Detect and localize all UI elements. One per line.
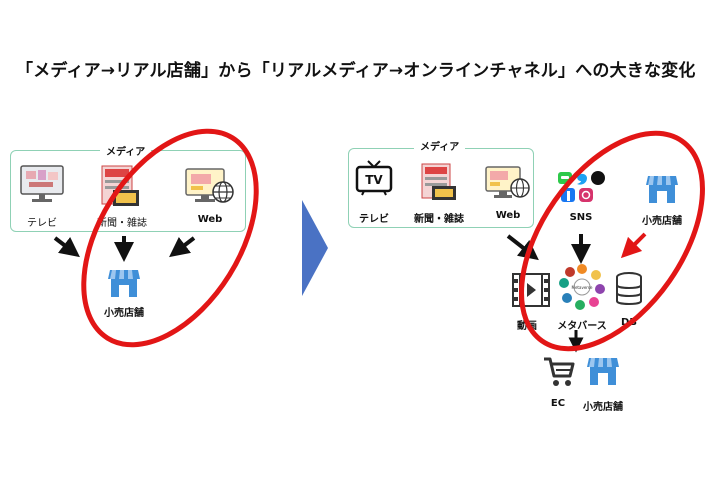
database-icon (616, 272, 642, 305)
metaverse-label: メタバース (557, 321, 607, 332)
newspaper-magazine-icon (101, 165, 139, 206)
right-tv-label: テレビ (359, 214, 389, 225)
tv-icon-text: TV (365, 173, 383, 187)
metaverse-hub-text: Metaverse (572, 285, 593, 290)
web-globe-icon (485, 166, 530, 198)
left-tv-label: テレビ (27, 218, 57, 229)
instagram-icon (579, 188, 593, 202)
tv-monitor-icon (20, 165, 64, 202)
cart-icon (544, 357, 575, 386)
twitter-icon (577, 173, 587, 185)
arrow-web-to-store (169, 236, 196, 258)
store-bottom-label: 小売店舗 (583, 402, 623, 413)
store-icon (587, 358, 619, 385)
tiktok-icon (591, 171, 605, 185)
chevron-right-icon (302, 200, 328, 296)
right-newspaper-label: 新聞・雑誌 (414, 214, 464, 225)
ec-label: EC (550, 398, 566, 409)
page-title: 「メディア→リアル店舗」から「リアルメディア→オンラインチャネル」への大きな変化 (16, 61, 696, 81)
store-top-label: 小売店舗 (642, 216, 682, 227)
arrow-tv-to-store (53, 236, 80, 258)
sns-label: SNS (569, 212, 593, 223)
metaverse-hub-icon: Metaverse (559, 264, 605, 310)
left-web-label: Web (197, 214, 223, 225)
left-newspaper-label: 新聞・雑誌 (97, 218, 147, 229)
store-icon (108, 270, 140, 297)
arrow-store-to-db (620, 232, 647, 259)
right-media-box-label: メディア (414, 138, 466, 153)
right-web-label: Web (495, 210, 521, 221)
tv-icon: TV (355, 160, 393, 196)
newspaper-magazine-icon (421, 163, 456, 200)
store-icon (646, 176, 678, 203)
left-media-box-label: メディア (100, 143, 152, 158)
web-globe-icon (185, 168, 234, 203)
left-store-label: 小売店舗 (104, 308, 144, 319)
